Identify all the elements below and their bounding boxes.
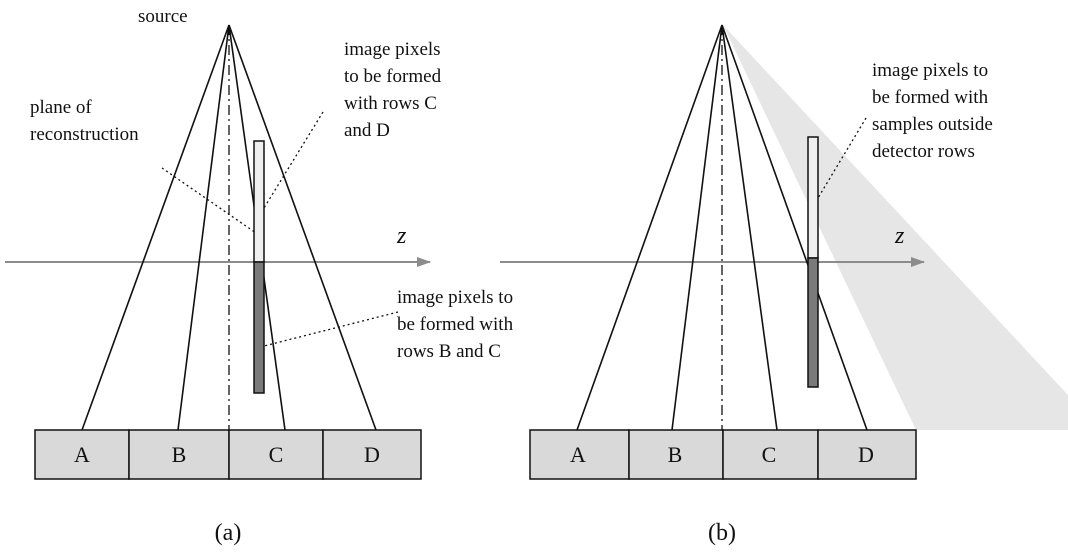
ray-b-2 <box>671 24 723 431</box>
upper-label-b-line-1: image pixels to <box>872 60 988 81</box>
detector-label-b-B: B <box>668 442 683 467</box>
leader-plane-a <box>161 167 257 234</box>
pixels-upper-b <box>807 136 819 259</box>
detector-b-C <box>722 429 819 480</box>
detector-label-b-A: A <box>570 442 586 467</box>
caption-b: (b) <box>708 520 736 546</box>
detector-a-D <box>322 429 422 480</box>
pixels-lower-b <box>807 257 819 388</box>
pixels-lower-a <box>253 261 265 394</box>
upper-label-a-line-4: and D <box>344 120 390 141</box>
ray-b-1 <box>576 24 723 431</box>
detector-label-b-D: D <box>858 442 874 467</box>
detector-label-b-C: C <box>762 442 777 467</box>
detector-label-a-C: C <box>269 442 284 467</box>
plane-label-line-2: reconstruction <box>30 124 139 145</box>
detector-b-A <box>529 429 630 480</box>
upper-label-a-line-3: with rows C <box>344 93 437 114</box>
upper-label-b-line-3: samples outside <box>872 114 993 135</box>
detector-label-a-B: B <box>172 442 187 467</box>
shadow-wedge-b <box>723 25 1068 430</box>
ray-a-4 <box>228 24 377 431</box>
detector-row-a: A B C D <box>34 429 422 480</box>
upper-label-a-line-1: image pixels <box>344 39 441 60</box>
leader-upper-b <box>817 117 867 199</box>
detector-label-a-D: D <box>364 442 380 467</box>
plane-label-line-1: plane of <box>30 97 92 118</box>
source-label: source <box>138 6 188 27</box>
leader-upper-a <box>263 111 324 209</box>
ray-a-1 <box>81 24 230 431</box>
panel-b: z A B C D image pixels to be formed with <box>500 24 1068 546</box>
z-axis-label-a: z <box>396 223 407 249</box>
ray-b-4 <box>721 24 868 431</box>
detector-label-a-A: A <box>74 442 90 467</box>
leader-lower-a <box>263 311 399 347</box>
detector-row-b: A B C D <box>529 429 917 480</box>
panel-a: z A B C D sourc <box>5 6 514 546</box>
lower-label-a-line-2: be formed with <box>397 314 514 335</box>
upper-label-a-line-2: to be formed <box>344 66 442 87</box>
rays-b <box>576 24 868 431</box>
caption-a: (a) <box>215 520 242 546</box>
lower-label-a-line-3: rows B and C <box>397 341 501 362</box>
pixels-upper-a <box>253 140 265 263</box>
detector-a-A <box>34 429 130 480</box>
lower-label-a-line-1: image pixels to <box>397 287 513 308</box>
rays-a <box>81 24 377 431</box>
upper-label-b-line-2: be formed with <box>872 87 989 108</box>
detector-b-B <box>628 429 724 480</box>
detector-b-D <box>817 429 917 480</box>
z-axis-label-b: z <box>894 223 905 249</box>
ray-a-2 <box>177 24 230 431</box>
upper-label-b-line-4: detector rows <box>872 141 975 162</box>
ray-b-3 <box>721 24 778 431</box>
